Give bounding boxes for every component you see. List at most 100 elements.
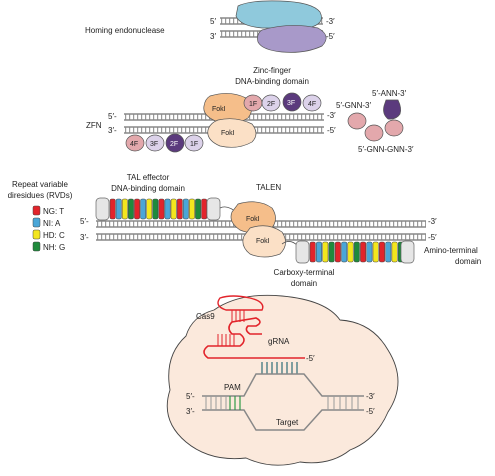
rvd-legend-ni: NI: A (32, 217, 61, 228)
talen-bottom-cap-right (400, 240, 415, 264)
tal-title-2: DNA-binding domain (111, 184, 185, 193)
talen-top-5: 5′- (80, 217, 89, 226)
zfn-bottom-finger-4: 4F (125, 134, 145, 152)
zfn-motif-ann: 5′-ANN-3′ (372, 89, 407, 98)
zfn-title-1: Zinc-finger (253, 66, 291, 75)
cas9-bot-5: -5′ (366, 407, 375, 416)
tale-repeat (341, 241, 348, 263)
zfn-bot-3: 3′- (108, 126, 117, 135)
homing-bot-5: -5′ (326, 32, 335, 41)
tale-repeat (170, 198, 177, 220)
grna-5-end: -5′ (306, 354, 315, 363)
rvd-title-2: diresidues (RVDs) (8, 191, 73, 200)
cas9-top-5: 5′- (186, 392, 195, 401)
homing-endonuclease-panel: Homing endonuclease 5′ -3′ 3′ -5′ (85, 0, 335, 53)
zfn-title-2: DNA-binding domain (235, 77, 309, 86)
talen-top-3: -3′ (428, 217, 437, 226)
tale-repeat (334, 241, 341, 263)
tale-repeat (146, 198, 153, 220)
talen-bottom-cap-left (295, 240, 310, 264)
zfn-bottom-finger-2: 2F (165, 133, 185, 153)
zfn-finger-gnn (347, 112, 367, 130)
tale-repeat (360, 241, 367, 263)
zfn-motif-gnngnn: 5′-GNN-GNN-3′ (358, 145, 414, 154)
talen-foki-bottom (242, 225, 286, 258)
homing-top-3: -3′ (326, 17, 335, 26)
tale-repeat (109, 198, 116, 220)
zfn-label: ZFN (86, 121, 102, 130)
tale-repeat (195, 198, 201, 220)
talen-top-cap-right (206, 197, 221, 221)
tale-repeat (182, 198, 189, 220)
tale-repeat (347, 241, 354, 263)
grna-strand (203, 317, 305, 359)
talen-bottom-repeats (309, 241, 404, 263)
tale-repeat (372, 241, 379, 263)
zfn-foki-bottom (207, 118, 257, 148)
svg-text:1F: 1F (190, 141, 198, 148)
zfn-finger-gnn-2 (384, 119, 404, 137)
zfn-finger-gnn-1 (364, 124, 384, 142)
homing-label: Homing endonuclease (85, 26, 165, 35)
svg-text:2F: 2F (267, 101, 275, 108)
tale-repeat (152, 198, 159, 220)
grna-hairpin-rungs (217, 310, 245, 346)
rvd-legend-nh: NH: G (32, 241, 65, 252)
tale-repeat (201, 198, 208, 220)
tal-title-1: TAL effector (127, 173, 170, 182)
zfn-top-finger-2: 2F (261, 94, 281, 112)
svg-text:NH: G: NH: G (43, 243, 65, 252)
zfn-top-3: -3′ (327, 111, 336, 120)
talen-label: TALEN (256, 183, 281, 192)
svg-text:4F: 4F (130, 141, 138, 148)
cas9-top-3: -3′ (366, 392, 375, 401)
tale-repeat (121, 198, 128, 220)
cas9-dna (202, 373, 364, 431)
tale-repeat (353, 241, 360, 263)
cas9-panel: Cas9 gRNA -5′ (166, 294, 399, 466)
tale-repeat (385, 241, 392, 263)
zfn-top-5: 5′- (108, 112, 117, 121)
tale-repeat (366, 241, 373, 263)
homing-enzyme-top (235, 0, 322, 29)
talen-bot-3: 3′- (80, 233, 89, 242)
rvd-legend-hd: HD: C (32, 229, 65, 240)
zfn-bottom-finger-1: 1F (184, 134, 204, 152)
rvd-legend: NG: T NI: A HD: C NH: G (32, 205, 65, 252)
tale-repeat (115, 198, 122, 220)
svg-text:3F: 3F (150, 141, 158, 148)
talen-panel: Repeat variable diresidues (RVDs) NG: T … (8, 173, 482, 288)
tale-repeat (391, 241, 398, 263)
tale-repeat (176, 198, 183, 220)
svg-text:1F: 1F (249, 101, 257, 108)
zfn-motif-gnn: 5′-GNN-3′ (336, 101, 372, 110)
talen-top-repeats (109, 198, 208, 220)
grna-label: gRNA (268, 337, 290, 346)
cas9-label: Cas9 (196, 312, 215, 321)
zfn-bot-5: -5′ (327, 126, 336, 135)
talen-top-cap-left (95, 197, 110, 221)
tale-repeat (316, 241, 322, 263)
cas9-bot-3: 3′- (186, 407, 195, 416)
amino-label-2: domain (455, 257, 481, 266)
zfn-foki-bottom-label: FokI (221, 130, 235, 137)
talen-bot-5: -5′ (428, 233, 437, 242)
tale-repeat (134, 198, 140, 220)
zfn-bottom-finger-3: 3F (145, 134, 165, 152)
homing-bot-3: 3′ (210, 32, 216, 41)
tale-repeat (379, 241, 385, 263)
zfn-panel: Zinc-finger DNA-binding domain ZFN 5′- -… (86, 66, 414, 154)
homing-enzyme-bottom (257, 25, 327, 53)
zfn-top-finger-4: 4F (302, 94, 322, 112)
tale-repeat (322, 241, 329, 263)
grna-target-pairing (261, 362, 298, 374)
svg-text:NG: T: NG: T (43, 207, 64, 216)
svg-text:3F: 3F (287, 100, 295, 107)
zfn-finger-ann (383, 99, 402, 120)
zfn-foki-top-label: FokI (212, 106, 226, 113)
svg-text:HD: C: HD: C (43, 231, 65, 240)
talen-foki-bottom-label: FokI (256, 238, 270, 245)
amino-label-1: Amino-terminal (424, 246, 478, 255)
carboxy-label-2: domain (291, 279, 317, 288)
